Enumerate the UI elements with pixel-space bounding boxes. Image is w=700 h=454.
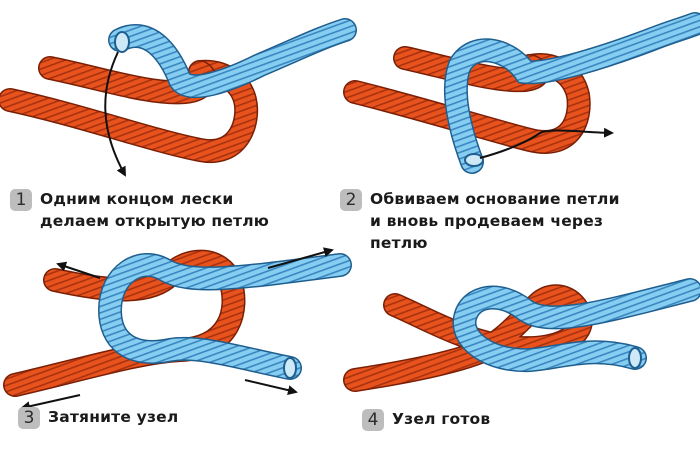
pull-arrow-right-top [267, 247, 334, 269]
step-number-badge: 3 [18, 407, 40, 429]
step-2-illustration [343, 0, 700, 190]
pull-arrow-left-top [56, 261, 101, 279]
motion-arrow [104, 51, 126, 177]
pull-arrow-left-bottom [20, 394, 81, 412]
step-4-caption: 4 Узел готов [362, 408, 490, 431]
motion-arrow [479, 127, 614, 159]
step-1-caption: 1 Одним концом лески делаем открытую пет… [10, 188, 269, 232]
step-number-badge: 1 [10, 189, 32, 211]
step-3-caption: 3 Затяните узел [18, 406, 178, 429]
step-number-badge: 2 [340, 189, 362, 211]
step-4-illustration [343, 278, 700, 392]
step-instruction: Одним концом лески делаем открытую петлю [40, 190, 270, 230]
step-3-illustration [0, 240, 352, 412]
step-2-caption: 2 Обвиваем основание петли и вновь проде… [340, 188, 620, 254]
step-number-badge: 4 [362, 409, 384, 431]
step-instruction: Обвиваем основание петли и вновь продева… [370, 190, 620, 252]
step-1-illustration [0, 0, 357, 190]
step-instruction: Затяните узел [48, 408, 179, 426]
step-instruction: Узел готов [392, 410, 491, 428]
pull-arrow-right-bottom [244, 379, 298, 396]
